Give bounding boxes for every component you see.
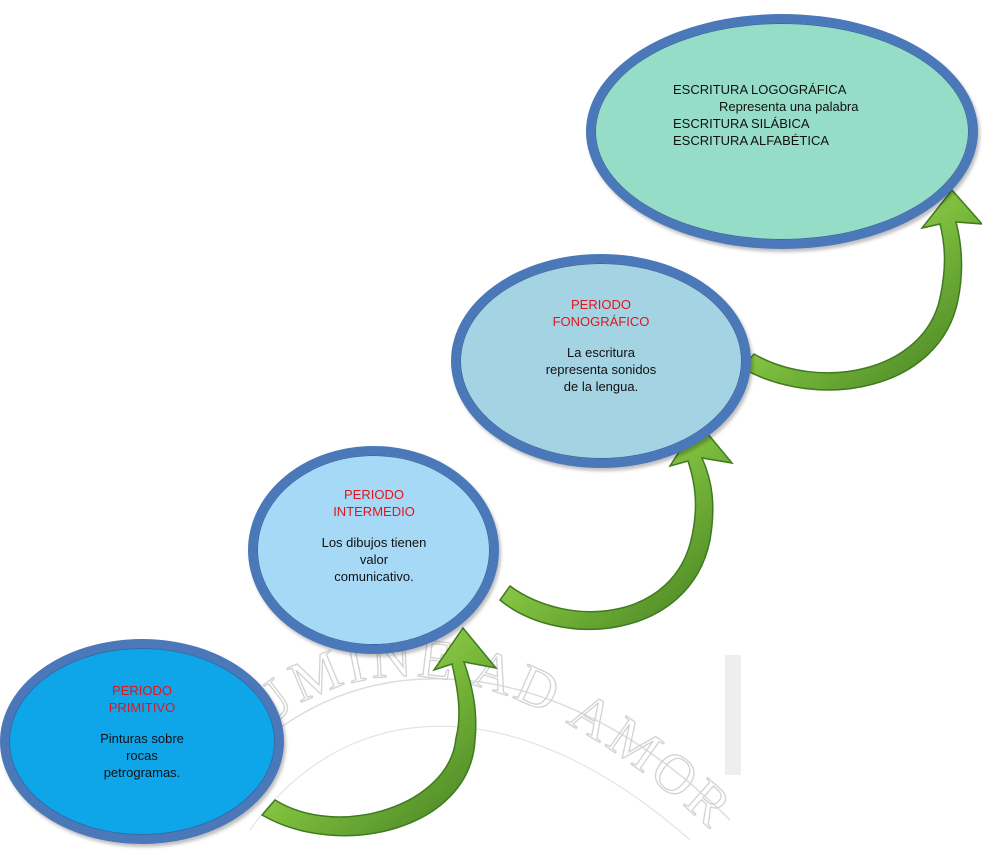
- node-periodo-intermedio: PERIODO INTERMEDIO Los dibujos tienen va…: [248, 446, 499, 654]
- node-periodo-primitivo: PERIODO PRIMITIVO Pinturas sobre rocas p…: [0, 639, 284, 844]
- node-tipos-de-escritura: ESCRITURA LOGOGRÁFICA Representa una pal…: [586, 14, 978, 249]
- node-desc-line: Pinturas sobre: [100, 731, 184, 746]
- node-desc-line: valor: [359, 552, 389, 567]
- arrow-intermediate-to-phonographic: [498, 420, 734, 631]
- node-desc-line: representa sonidos: [545, 362, 657, 377]
- writing-type-silabica: ESCRITURA SILÁBICA: [673, 116, 810, 131]
- node-desc-line: petrogramas.: [103, 765, 181, 780]
- node-desc-line: comunicativo.: [334, 569, 414, 584]
- node-desc-line: rocas: [126, 748, 158, 763]
- node-desc-line: de la lengua.: [563, 379, 639, 394]
- node-periodo-fonografico: PERIODO FONOGRÁFICO La escritura represe…: [451, 254, 751, 468]
- node-desc-line: Los dibujos tienen: [321, 535, 427, 550]
- arrow-phonographic-to-writing: [740, 188, 982, 391]
- node-desc-line: La escritura: [567, 345, 635, 360]
- node-title-line: PRIMITIVO: [108, 700, 176, 715]
- arrow-primitive-to-intermediate: [260, 626, 498, 837]
- writing-logografica-desc: Representa una palabra: [719, 99, 859, 114]
- node-title-line: FONOGRÁFICO: [552, 314, 650, 329]
- node-title-line: PERIODO: [112, 683, 172, 698]
- node-title-line: PERIODO: [571, 297, 631, 312]
- node-title-line: INTERMEDIO: [333, 504, 415, 519]
- writing-type-alfabetica: ESCRITURA ALFABÉTICA: [673, 133, 830, 148]
- writing-type-logografica: ESCRITURA LOGOGRÁFICA: [673, 82, 847, 97]
- node-title-line: PERIODO: [344, 487, 404, 502]
